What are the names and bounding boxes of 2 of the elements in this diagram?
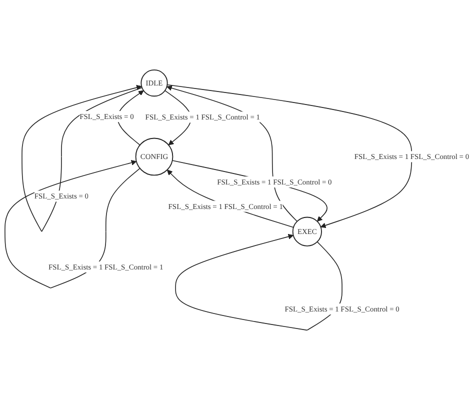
- arrow: [166, 84, 412, 228]
- arrow: [166, 170, 294, 228]
